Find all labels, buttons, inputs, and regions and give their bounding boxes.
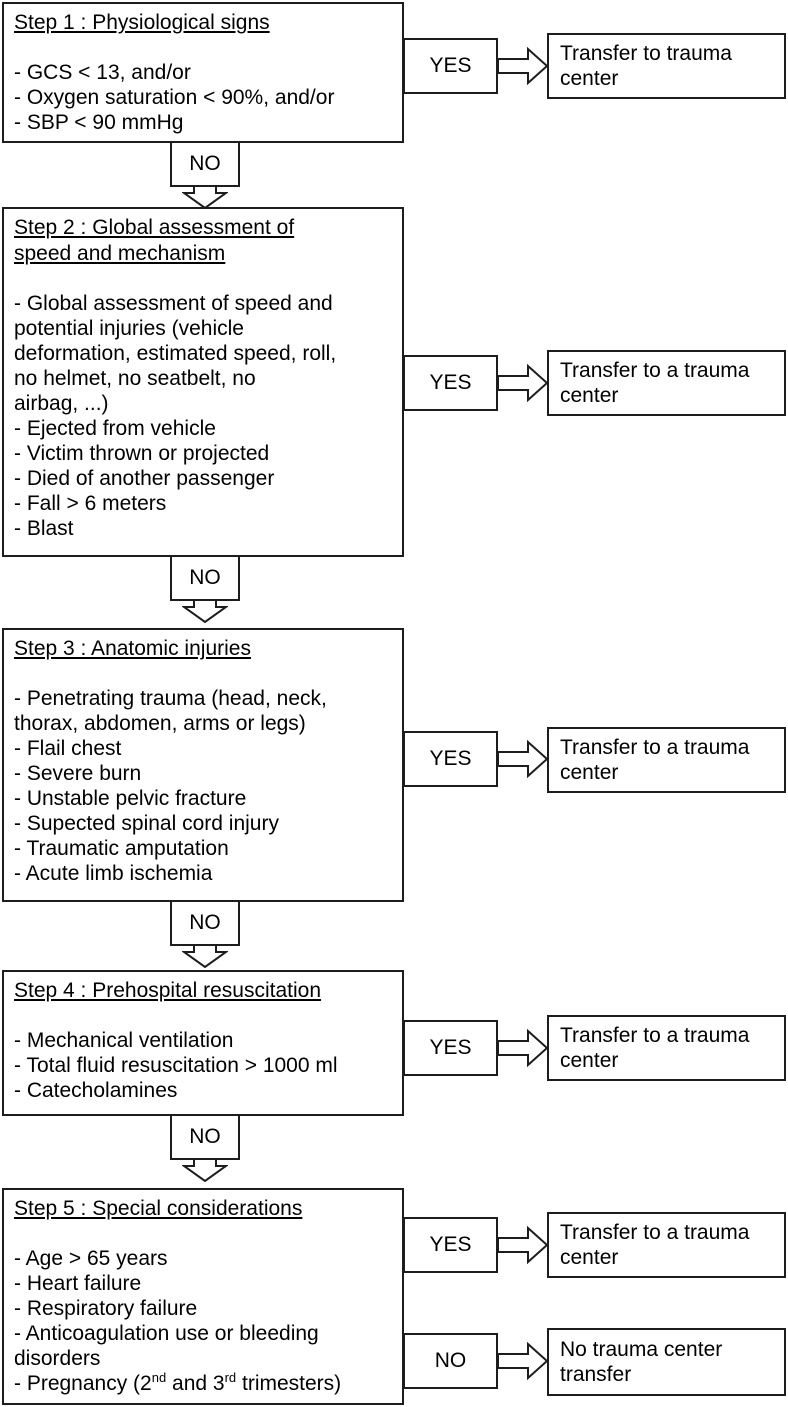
step-2-title-line: speed and mechanism	[14, 242, 226, 265]
criteria-line: - SBP < 90 mmHg	[14, 111, 184, 134]
arrow-down-icon	[182, 944, 228, 968]
result-line: No trauma center	[560, 1338, 723, 1361]
criteria-line: - Catecholamines	[14, 1079, 178, 1102]
arrow-right-icon	[497, 740, 549, 778]
result-line: Transfer to a trauma	[560, 359, 750, 382]
step-5-title-line: Step 5 : Special considerations	[14, 1197, 303, 1220]
criteria-line: - Unstable pelvic fracture	[14, 787, 247, 810]
criteria-line-pregnancy: - Pregnancy (2nd and 3rd trimesters)	[14, 1371, 392, 1396]
arrow-right-icon	[497, 1342, 549, 1380]
step-3-title-line: Step 3 : Anatomic injuries	[14, 637, 251, 660]
step-1-criteria: - GCS < 13, and/or - Oxygen saturation <…	[14, 60, 392, 135]
result-line: Transfer to trauma	[560, 42, 732, 65]
step-5-box: Step 5 : Special considerations - Age > …	[2, 1188, 404, 1405]
criteria-line: deformation, estimated speed, roll,	[14, 342, 337, 365]
pregnancy-text: and 3	[166, 1372, 225, 1395]
criteria-line: - Respiratory failure	[14, 1297, 198, 1320]
arrow-right-icon	[497, 47, 549, 85]
step-5-yes-label: YES	[403, 1217, 498, 1273]
criteria-line: - Heart failure	[14, 1272, 142, 1295]
step-3-yes-result: Transfer to a trauma center	[547, 727, 786, 793]
arrow-right-icon	[497, 1226, 549, 1264]
criteria-line: - Mechanical ventilation	[14, 1029, 234, 1052]
criteria-line: disorders	[14, 1347, 101, 1370]
step-3-no-label: NO	[170, 900, 240, 946]
criteria-line: - Total fluid resuscitation > 1000 ml	[14, 1054, 338, 1077]
criteria-line: potential injuries (vehicle	[14, 317, 244, 340]
step-3-title: Step 3 : Anatomic injuries	[14, 636, 392, 662]
criteria-line: - Fall > 6 meters	[14, 492, 167, 515]
criteria-line: thorax, abdomen, arms or legs)	[14, 712, 306, 735]
criteria-line: - Blast	[14, 517, 74, 540]
result-line: center	[560, 67, 619, 90]
step-2-title: Step 2 : Global assessment of speed and …	[14, 215, 392, 267]
step-5-title: Step 5 : Special considerations	[14, 1196, 392, 1222]
criteria-line: - Traumatic amputation	[14, 837, 229, 860]
step-2-criteria: - Global assessment of speed and potenti…	[14, 291, 392, 541]
criteria-line: - Acute limb ischemia	[14, 862, 213, 885]
step-3-yes-label: YES	[403, 731, 498, 787]
result-line: Transfer to a trauma	[560, 736, 750, 759]
step-1-title: Step 1 : Physiological signs	[14, 10, 392, 36]
arrow-right-icon	[497, 1029, 549, 1067]
step-2-title-line: Step 2 : Global assessment of	[14, 216, 295, 239]
arrow-down-icon	[182, 1158, 228, 1182]
arrow-right-icon	[497, 364, 549, 402]
step-3-criteria: - Penetrating trauma (head, neck, thorax…	[14, 686, 392, 886]
step-5-yes-result: Transfer to a trauma center	[547, 1212, 786, 1278]
step-1-title-line: Step 1 : Physiological signs	[14, 11, 270, 34]
criteria-line: - Age > 65 years	[14, 1247, 168, 1270]
criteria-line: - Died of another passenger	[14, 467, 275, 490]
criteria-line: - Severe burn	[14, 762, 142, 785]
pregnancy-text: - Pregnancy (2	[14, 1372, 152, 1395]
result-line: center	[560, 1049, 619, 1072]
criteria-line: - Global assessment of speed and	[14, 292, 333, 315]
step-2-no-label: NO	[170, 555, 240, 601]
criteria-line: - Oxygen saturation < 90%, and/or	[14, 86, 335, 109]
step-1-box: Step 1 : Physiological signs - GCS < 13,…	[2, 2, 404, 143]
result-line: Transfer to a trauma	[560, 1221, 750, 1244]
arrow-down-icon	[182, 185, 228, 209]
step-4-yes-result: Transfer to a trauma center	[547, 1015, 786, 1081]
result-line: transfer	[560, 1363, 632, 1386]
pregnancy-text: trimesters)	[236, 1372, 342, 1395]
step-5-no-label: NO	[403, 1333, 498, 1389]
criteria-line: - Penetrating trauma (head, neck,	[14, 687, 327, 710]
step-5-criteria: - Age > 65 years - Heart failure - Respi…	[14, 1246, 392, 1396]
ordinal-suffix: rd	[224, 1370, 237, 1385]
step-4-title: Step 4 : Prehospital resuscitation	[14, 978, 392, 1004]
step-4-no-label: NO	[170, 1114, 240, 1160]
ordinal-suffix: nd	[151, 1370, 167, 1385]
criteria-line: airbag, ...)	[14, 392, 109, 415]
step-2-box: Step 2 : Global assessment of speed and …	[2, 207, 404, 557]
result-line: center	[560, 1246, 619, 1269]
criteria-line: - Victim thrown or projected	[14, 442, 270, 465]
criteria-line: - GCS < 13, and/or	[14, 61, 191, 84]
result-line: Transfer to a trauma	[560, 1024, 750, 1047]
criteria-line: no helmet, no seatbelt, no	[14, 367, 256, 390]
step-4-title-line: Step 4 : Prehospital resuscitation	[14, 979, 322, 1002]
arrow-down-icon	[182, 599, 228, 623]
step-4-criteria: - Mechanical ventilation - Total fluid r…	[14, 1028, 392, 1103]
step-2-yes-label: YES	[403, 355, 498, 411]
step-2-yes-result: Transfer to a trauma center	[547, 350, 786, 416]
step-3-box: Step 3 : Anatomic injuries - Penetrating…	[2, 628, 404, 902]
criteria-line: - Flail chest	[14, 737, 122, 760]
step-1-yes-label: YES	[403, 38, 498, 94]
step-4-box: Step 4 : Prehospital resuscitation - Mec…	[2, 970, 404, 1116]
step-1-yes-result: Transfer to trauma center	[547, 33, 786, 99]
criteria-line: - Ejected from vehicle	[14, 417, 216, 440]
result-line: center	[560, 761, 619, 784]
step-4-yes-label: YES	[403, 1020, 498, 1076]
result-line: center	[560, 384, 619, 407]
criteria-line: - Anticoagulation use or bleeding	[14, 1322, 319, 1345]
step-5-no-result: No trauma center transfer	[547, 1328, 786, 1396]
criteria-line: - Supected spinal cord injury	[14, 812, 279, 835]
step-1-no-label: NO	[170, 141, 240, 187]
